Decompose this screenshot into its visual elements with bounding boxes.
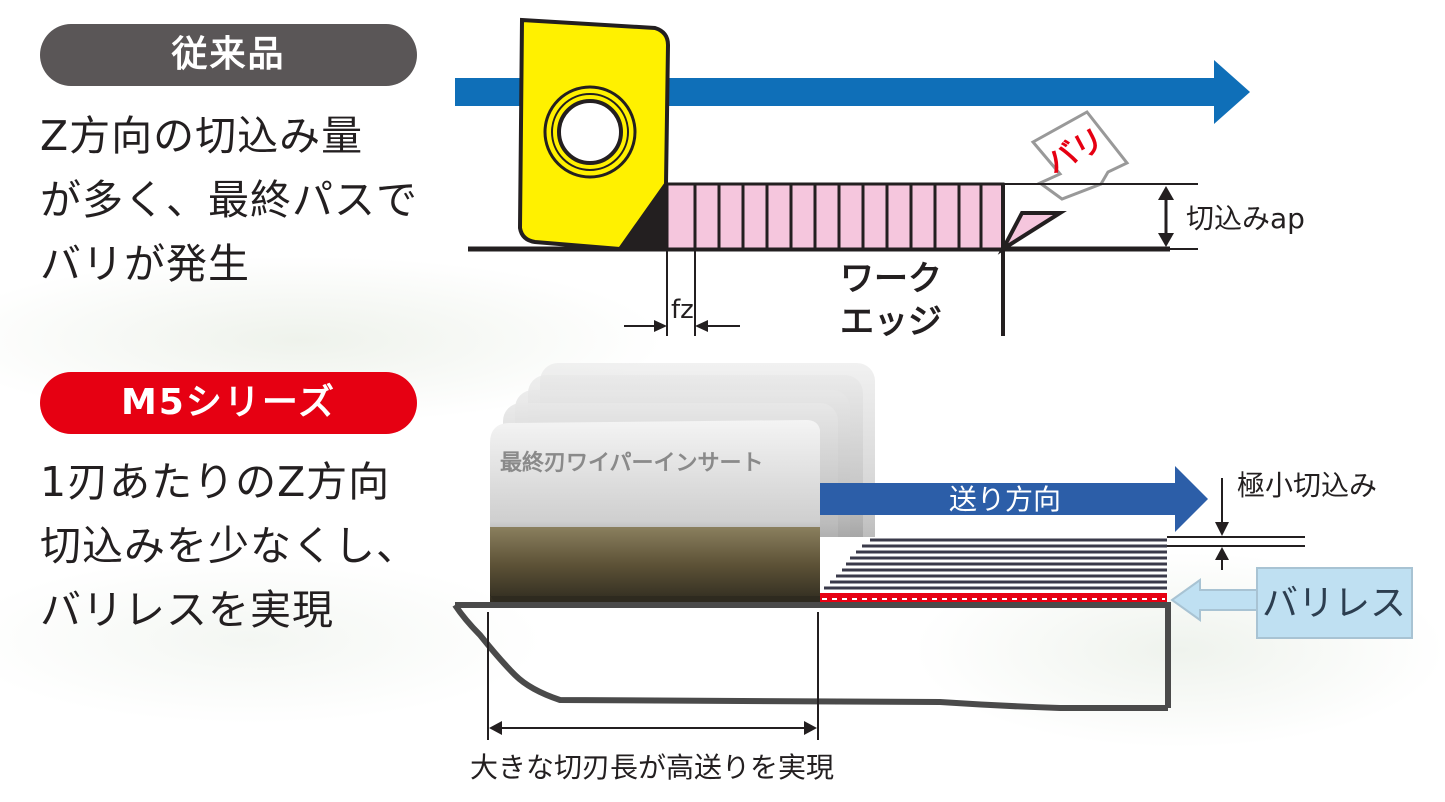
- m5-description-line-3: バリレスを実現: [40, 586, 334, 634]
- feed-direction-label: 送り方向: [949, 483, 1061, 516]
- work-edge-label-line-1: ワーク: [840, 259, 942, 299]
- m5-diagram: 送り方向 最終刃ワイパーインサート: [452, 363, 1413, 784]
- chip-segments: [665, 182, 1005, 251]
- burr-shape: [997, 211, 1067, 255]
- cutting-edge-dimension: [487, 612, 819, 740]
- feed-per-tooth-dimension: [624, 249, 740, 336]
- conventional-description-line-2: が多く、最終パスで: [40, 176, 418, 224]
- conventional-diagram: バリ 切込みap fz ワーク エッジ: [455, 17, 1305, 342]
- burrless-label: バリレス: [1262, 583, 1406, 624]
- min-depth-label: 極小切込み: [1237, 469, 1377, 502]
- conventional-description: Z方向の切込み量 が多く、最終パスで バリが発生: [40, 104, 440, 296]
- m5-workpiece: [452, 602, 1171, 711]
- conventional-description-line-3: バリが発生: [40, 240, 250, 288]
- feed-per-tooth-label: fz: [671, 295, 694, 325]
- insert-label: 最終刃ワイパーインサート: [500, 450, 764, 476]
- feed-direction-arrow: [800, 466, 1208, 532]
- m5-description: 1刃あたりのZ方向 切込みを少なくし、 バリレスを実現: [40, 450, 440, 642]
- conventional-badge: 従来品: [40, 24, 417, 86]
- work-edge-label-line-2: エッジ: [840, 302, 942, 342]
- m5-description-line-2: 切込みを少なくし、: [40, 522, 418, 570]
- cutting-edge-label: 大きな切刃長が高送りを実現: [470, 751, 834, 784]
- final-wiper-insert: [490, 420, 820, 604]
- m5-description-line-1: 1刃あたりのZ方向: [40, 458, 391, 506]
- depth-dimension: [1003, 183, 1198, 250]
- burr-callout: バリ: [1030, 110, 1130, 201]
- min-depth-dimension: [1167, 478, 1305, 570]
- m5-chip-stripes: [820, 537, 1167, 597]
- burrless-callout: [1170, 567, 1413, 639]
- conventional-insert: [517, 17, 671, 252]
- conventional-description-line-1: Z方向の切込み量: [40, 112, 364, 160]
- m5-series-badge: M5シリーズ: [40, 372, 417, 434]
- depth-label: 切込みap: [1186, 202, 1305, 235]
